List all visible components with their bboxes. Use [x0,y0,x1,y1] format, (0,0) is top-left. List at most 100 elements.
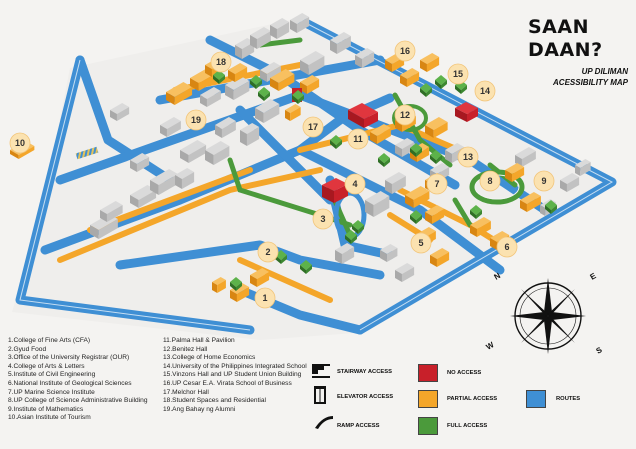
gray-building [365,191,390,217]
location-list-item: 13.College of Home Economics [163,354,256,362]
location-marker-14[interactable]: 14 [474,80,496,102]
brand-subtitle: UP DILIMAN ACESSIBILITY MAP [524,66,628,88]
ramp-label: RAMP ACCESS [337,423,380,429]
brand-subtitle-line1: UP DILIMAN [581,67,628,76]
brand-logo: SAAN DAAN? [528,18,632,60]
full-access-pavilions [213,70,557,291]
orange-building [166,82,193,105]
location-marker-5[interactable]: 5 [410,232,432,254]
elevator-icon [314,386,326,404]
gray-building [575,159,591,176]
location-marker-8[interactable]: 8 [479,170,501,192]
green-pavilion [230,277,242,291]
location-marker-label: 11 [353,134,363,144]
location-marker-label: 5 [418,238,423,248]
orange-building [228,63,248,82]
location-list-item: 2.Gyud Food [8,345,47,353]
gray-building [385,172,406,194]
location-list-item: 16.UP Cesar E.A. Virata School of Busine… [163,379,292,387]
compass-s-label: S [595,345,605,356]
gray-buildings [90,13,591,282]
gray-building [130,153,150,172]
compass-w-label: W [485,340,496,352]
location-list-item: 3.Office of the University Registrar (OU… [8,354,130,362]
gray-building [270,18,290,39]
routes-swatch [526,390,546,408]
gray-building [130,185,157,208]
green-pavilion [345,230,357,244]
location-list-item: 8.UP College of Science Administrative B… [8,397,148,405]
location-marker-15[interactable]: 15 [447,63,469,85]
location-marker-9[interactable]: 9 [533,170,555,192]
location-marker-label: 8 [487,176,492,186]
location-marker-16[interactable]: 16 [394,40,416,62]
location-list-item: 7.UP Marine Science Institute [8,388,95,396]
location-marker-7[interactable]: 7 [426,173,448,195]
orange-building [230,283,250,302]
location-marker-4[interactable]: 4 [344,173,366,195]
orange-building [470,217,491,237]
orange-building [400,68,420,87]
gray-building [290,13,310,33]
brand-title-line2: DAAN? [528,39,603,61]
location-marker-13[interactable]: 13 [457,146,479,168]
location-list-item: 14.University of the Philippines Integra… [163,362,307,370]
green-pavilion [410,210,422,224]
location-marker-label: 1 [262,293,267,303]
location-marker-19[interactable]: 19 [185,109,207,131]
location-marker-6[interactable]: 6 [496,236,518,258]
location-marker-label: 18 [216,57,226,67]
orange-building [425,205,445,224]
location-marker-17[interactable]: 17 [302,116,324,138]
location-marker-label: 7 [434,179,439,189]
location-marker-label: 2 [265,247,270,257]
orange-building [405,186,430,208]
location-marker-18[interactable]: 18 [210,51,232,73]
gray-building [150,169,178,195]
location-marker-2[interactable]: 2 [257,241,279,263]
compass-n-label: N [493,271,503,282]
gray-building [355,48,375,68]
gray-building [250,27,271,49]
no-access-swatch [418,364,438,382]
brand-subtitle-line2: ACESSIBILITY MAP [553,78,628,87]
route-stripe-accent [75,146,99,160]
location-list-item: 5.Institute of Civil Engineering [8,371,96,379]
orange-building [420,53,440,72]
location-marker-3[interactable]: 3 [312,208,334,230]
location-list-item: 15.Vinzons Hall and UP Student Union Bui… [163,371,302,379]
green-pavilion [292,90,304,104]
location-list-item: 19.Ang Bahay ng Alumni [163,405,236,413]
location-list-item: 11.Palma Hall & Pavilion [163,337,235,344]
location-list-item: 18.Student Spaces and Residential [163,397,267,405]
loop-road-8 [469,169,525,205]
gray-building [395,263,415,282]
location-marker-12[interactable]: 12 [394,104,416,126]
compass-e-label: E [589,271,599,282]
location-marker-10[interactable]: 10 [9,132,31,154]
location-marker-label: 4 [352,179,357,189]
orange-building [520,192,541,212]
gray-building [395,138,415,157]
gray-building [330,32,351,54]
full-access-swatch [418,417,438,435]
location-list-item: 1.College of Fine Arts (CFA) [8,337,91,344]
brand-title-line1: SAAN [528,16,589,38]
gray-building [300,51,325,75]
gray-building [560,173,580,192]
location-marker-1[interactable]: 1 [254,287,276,309]
stairway-label: STAIRWAY ACCESS [337,369,392,375]
gray-building [100,201,123,222]
green-pavilion [258,87,270,101]
location-marker-label: 16 [400,46,410,56]
compass-rose: N E S W [485,271,605,356]
green-pavilion [420,83,432,97]
orange-building [300,75,320,94]
location-marker-11[interactable]: 11 [347,128,369,150]
green-pavilion [330,135,342,149]
orange-building [505,163,525,182]
green-pavilion [352,220,364,234]
